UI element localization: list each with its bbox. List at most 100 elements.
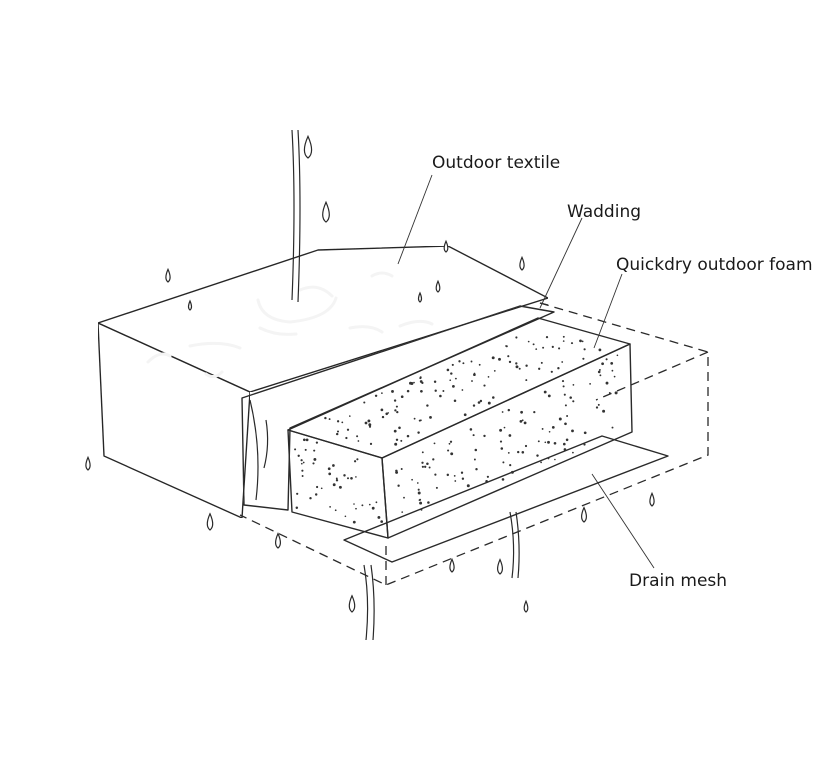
- foam-dot: [472, 434, 475, 437]
- water-drop: [449, 557, 455, 573]
- foam-dot: [433, 380, 437, 383]
- foam-dot: [442, 390, 445, 392]
- foam-dot: [313, 457, 317, 461]
- foam-dot: [520, 410, 523, 414]
- foam-dot: [338, 485, 342, 489]
- foam-dot: [502, 461, 505, 464]
- foam-dot: [346, 477, 350, 480]
- foam-dot: [400, 439, 403, 442]
- water-drop: [275, 532, 281, 549]
- foam-dot: [300, 462, 303, 465]
- foam-dot: [395, 470, 399, 474]
- foam-dot: [302, 438, 306, 442]
- foam-dot: [314, 493, 318, 496]
- foam-dot: [300, 459, 303, 462]
- foam-dot: [435, 486, 438, 489]
- foam-dot: [537, 440, 540, 443]
- foam-dot: [450, 372, 453, 375]
- foam-dot: [583, 431, 587, 435]
- foam-dot: [381, 392, 383, 394]
- foam-dot: [374, 394, 378, 398]
- foam-dot: [355, 476, 357, 478]
- foam-dot: [400, 395, 404, 399]
- foam-dot: [295, 506, 299, 509]
- foam-dot: [469, 428, 473, 431]
- foam-dot: [547, 440, 550, 444]
- foam-dot: [564, 422, 567, 426]
- water-drop: [206, 512, 214, 531]
- foam-dot: [439, 394, 442, 398]
- foam-dot: [518, 367, 521, 370]
- foam-dot: [316, 485, 319, 489]
- foam-dot: [356, 435, 359, 438]
- foam-dot: [368, 503, 371, 506]
- foam-dot: [304, 448, 307, 451]
- foam-dot: [550, 370, 553, 373]
- foam-dot: [565, 438, 569, 442]
- foam-dot: [454, 377, 457, 380]
- water-drop: [348, 594, 356, 613]
- foam-dot: [543, 390, 547, 394]
- foam-dot: [532, 343, 535, 346]
- foam-dot: [433, 442, 436, 445]
- foam-dot: [297, 454, 300, 457]
- foam-dot: [595, 406, 599, 409]
- foam-dot: [380, 520, 384, 523]
- foam-dot: [477, 401, 481, 404]
- foam-dot: [598, 368, 601, 371]
- foam-dot: [327, 467, 331, 471]
- foam-dot: [507, 408, 511, 412]
- foam-dot: [558, 417, 562, 421]
- foam-dot: [432, 458, 435, 461]
- foam-dot: [485, 479, 488, 483]
- water-drop: [303, 134, 313, 159]
- foam-dot: [524, 444, 528, 448]
- foam-dot: [454, 480, 457, 482]
- foam-dot: [563, 393, 566, 396]
- water-splashes: [146, 271, 434, 379]
- foam-dot: [554, 458, 556, 461]
- foam-dot: [446, 368, 450, 372]
- foam-dot: [417, 431, 420, 434]
- foam-dot: [332, 483, 336, 487]
- foam-dot: [363, 401, 366, 404]
- foam-dot: [507, 452, 510, 454]
- foam-dot: [473, 372, 476, 375]
- foam-dot: [478, 363, 481, 366]
- foam-dot: [610, 362, 614, 365]
- foam-dot: [507, 355, 510, 358]
- foam-dot: [413, 417, 416, 420]
- foam-dot: [421, 381, 424, 385]
- foam-dot: [487, 401, 491, 405]
- foam-dot: [460, 471, 464, 474]
- water-drop: [322, 200, 330, 223]
- foam-dot: [434, 389, 437, 392]
- foam-dot: [557, 367, 560, 370]
- label-drain-mesh: Drain mesh: [629, 571, 727, 591]
- foam-dot: [581, 340, 584, 343]
- foam-dot: [547, 394, 551, 398]
- foam-dot: [368, 423, 372, 427]
- foam-dot: [343, 474, 346, 477]
- foam-dot: [313, 449, 316, 452]
- foam-dot: [505, 345, 508, 348]
- foam-dot: [447, 449, 450, 452]
- foam-dot: [335, 432, 339, 436]
- foam-dot: [525, 364, 528, 367]
- foam-dot: [361, 504, 364, 507]
- foam-dot: [367, 419, 371, 423]
- foam-dot: [583, 443, 586, 446]
- foam-dot: [296, 492, 299, 495]
- foam-dot: [599, 374, 602, 377]
- foam-dot: [536, 454, 539, 457]
- foam-dot: [583, 348, 586, 351]
- foam-dot: [483, 384, 486, 387]
- foam-dot: [492, 396, 495, 399]
- foam-dot: [387, 412, 390, 414]
- foam-dot: [470, 360, 473, 363]
- foam-dot: [334, 509, 337, 512]
- foam-dot: [562, 335, 565, 338]
- foam-dot: [473, 458, 476, 461]
- foam-dot: [394, 442, 398, 446]
